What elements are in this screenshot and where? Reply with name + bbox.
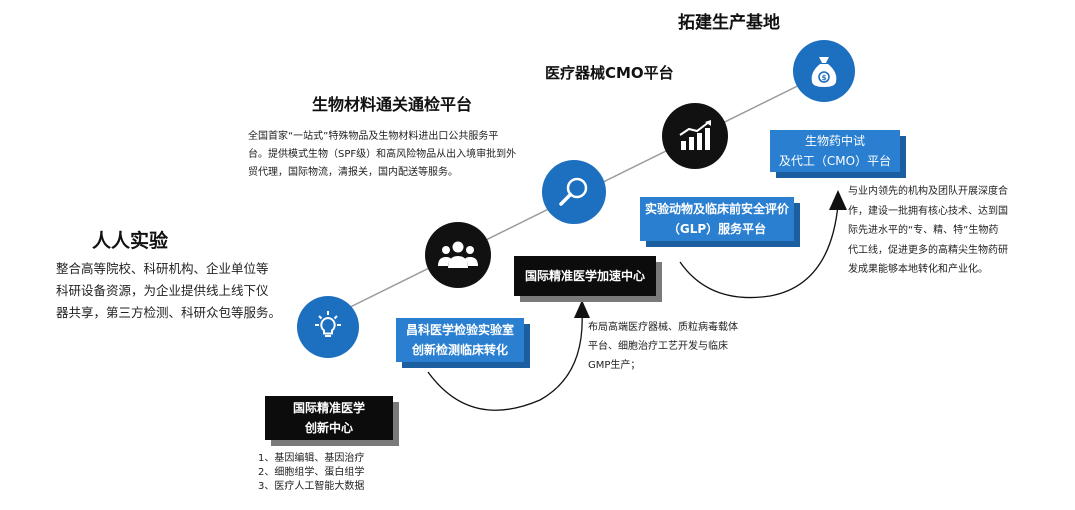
box-line: 国际精准医学 — [292, 401, 365, 415]
lightbulb-icon — [315, 311, 341, 337]
svg-text:$: $ — [822, 74, 827, 82]
text-line: 科研设备资源，为企业提供线上线下仪 — [56, 283, 269, 298]
text-line: 贸代理，国际物流，清报关，国内配送等服务。 — [248, 167, 458, 178]
text-line: 与业内领先的机构及团队开展深度合 — [848, 186, 1008, 197]
renren-description: 整合高等院校、科研机构、企业单位等 科研设备资源，为企业提供线上线下仪 器共享，… — [56, 258, 281, 324]
text-line: 平台、细胞治疗工艺开发与临床 — [588, 341, 728, 352]
precision-accel-box: 国际精准医学加速中心 — [514, 256, 656, 296]
text-line: 全国首家“一站式”特殊物品及生物材料进出口公共服务平 — [248, 131, 499, 142]
text-line: 布局高端医疗器械、质粒病毒载体 — [588, 322, 738, 333]
biomaterial-title: 生物材料通关通检平台 — [312, 95, 473, 114]
box-line: 生物药中试 — [804, 134, 865, 148]
text-line: 际先进水平的“专、精、特”生物药 — [848, 225, 999, 236]
chart-node — [662, 103, 728, 169]
search-icon — [559, 177, 588, 206]
arrowhead-2 — [829, 190, 847, 210]
box-line: 实验动物及临床前安全评价 — [644, 202, 789, 216]
box-line: 创新中心 — [304, 421, 353, 435]
lightbulb-node — [297, 296, 359, 358]
list-item: 1、基因编辑、基因治疗 — [258, 453, 365, 464]
cdmo-description: 与业内领先的机构及团队开展深度合 作，建设一批拥有核心技术、达到国 际先进水平的… — [848, 182, 1008, 280]
list-item: 2、细胞组学、蛋白组学 — [258, 467, 365, 478]
box-line: （GLP）服务平台 — [667, 222, 767, 236]
box-line: 昌科医学检验实验室 — [405, 323, 514, 337]
box-line: 创新检测临床转化 — [411, 343, 508, 357]
text-line: 器共享，第三方检测、科研众包等服务。 — [56, 305, 282, 320]
list-item: 3、医疗人工智能大数据 — [258, 481, 365, 492]
text-line: GMP生产； — [588, 360, 641, 371]
text-line: 整合高等院校、科研机构、企业单位等 — [56, 261, 269, 276]
box-line: 国际精准医学加速中心 — [524, 269, 645, 283]
arrowhead-1 — [574, 300, 590, 318]
text-line: 台。提供模式生物（SPF级）和高风险物品从出入境审批到外 — [248, 149, 517, 160]
cmo-bio-box: 生物药中试 及代工（CMO）平台 — [770, 130, 900, 172]
text-line: 代工线，促进更多的高精尖生物药研 — [848, 244, 1008, 256]
money-node: $ — [793, 40, 855, 102]
renren-title: 人人实验 — [92, 230, 169, 252]
growth-chart-icon — [679, 120, 711, 150]
people-node — [425, 222, 491, 288]
biomaterial-description: 全国首家“一站式”特殊物品及生物材料进出口公共服务平 台。提供模式生物（SPF级… — [248, 128, 516, 182]
box-line: 及代工（CMO）平台 — [778, 154, 892, 168]
innovation-center-box: 国际精准医学 创新中心 — [265, 396, 393, 440]
cmo-device-title: 医疗器械CMO平台 — [545, 64, 674, 82]
precision-description: 布局高端医疗器械、质粒病毒载体 平台、细胞治疗工艺开发与临床 GMP生产； — [588, 318, 738, 375]
search-node — [542, 160, 606, 224]
curve-arrow-1 — [427, 311, 583, 411]
money-bag-icon: $ — [811, 57, 837, 87]
text-line: 发成果能够本地转化和产业化。 — [848, 264, 988, 275]
people-icon — [438, 241, 478, 268]
text-line: 作，建设一批拥有核心技术、达到国 — [848, 205, 1008, 217]
base-title: 拓建生产基地 — [678, 13, 780, 33]
curve-arrow-2 — [679, 204, 839, 299]
changke-lab-box: 昌科医学检验实验室 创新检测临床转化 — [396, 318, 524, 362]
innovation-list: 1、基因编辑、基因治疗 2、细胞组学、蛋白组学 3、医疗人工智能大数据 — [258, 452, 364, 494]
glp-box: 实验动物及临床前安全评价 （GLP）服务平台 — [640, 197, 794, 241]
